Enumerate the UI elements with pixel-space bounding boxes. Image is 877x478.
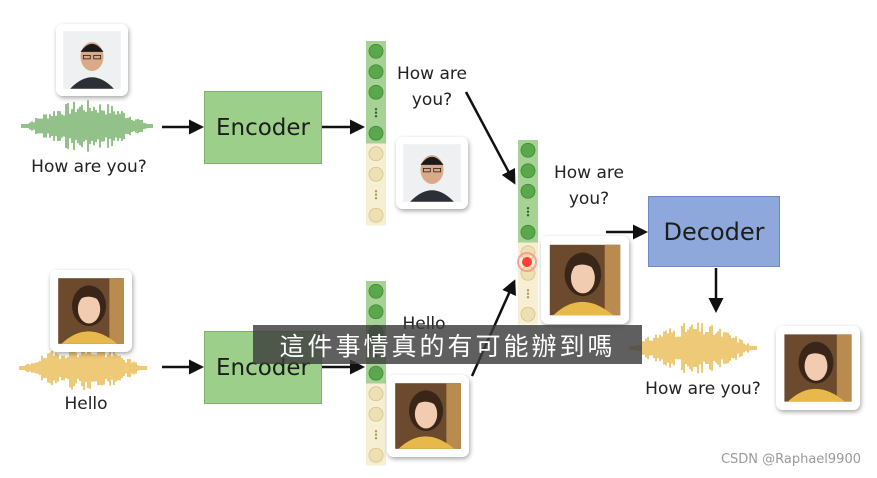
output-label: How are you? <box>645 379 761 399</box>
speaker-cell <box>368 146 384 162</box>
content-cell <box>520 163 536 179</box>
male-speech-waveform <box>21 100 153 152</box>
speaker-segment <box>366 143 386 226</box>
speaker-cell <box>520 306 536 322</box>
content-vector-label-2: How are you? <box>554 163 624 209</box>
female-speech-waveform <box>19 346 147 390</box>
speaker-segment <box>366 383 386 466</box>
content-cell <box>368 84 384 100</box>
content-cell <box>368 304 384 320</box>
ellipsis-dot <box>526 289 530 292</box>
ellipsis-dot <box>374 433 378 436</box>
arrow-content-to-combined <box>464 91 516 185</box>
ellipsis-dot <box>374 430 378 433</box>
ellipsis-dot <box>374 108 378 111</box>
top-input-label: How are you? <box>31 157 147 177</box>
speaker-a-photo-vector <box>396 137 468 209</box>
ellipsis-dot <box>526 292 530 295</box>
content-cell <box>368 43 384 59</box>
speaker-a-photo-top <box>56 24 128 96</box>
speaker-cell <box>368 207 384 223</box>
combined-latent-vector <box>518 140 538 325</box>
content-vector-label-1: How are you? <box>397 64 467 110</box>
ellipsis-dot <box>374 190 378 193</box>
speaker-b-photo-vector <box>387 375 469 457</box>
decoder-box: Decoder <box>648 196 780 267</box>
ellipsis-dot <box>526 296 530 299</box>
content-cell <box>368 125 384 141</box>
laser-pointer-halo <box>517 252 537 272</box>
ellipsis-dot <box>526 210 530 213</box>
speaker-photos <box>50 24 860 457</box>
bottom-latent-vector <box>366 281 386 466</box>
laser-pointer-dot <box>522 257 532 267</box>
bottom-input-label: Hello <box>64 394 108 414</box>
ellipsis-dot <box>374 197 378 200</box>
content-cell <box>520 183 536 199</box>
ellipsis-dot <box>374 115 378 118</box>
content-cell <box>520 224 536 240</box>
content-cell <box>520 142 536 158</box>
speaker-cell <box>368 447 384 463</box>
watermark: CSDN @Raphael9900 <box>720 452 861 467</box>
speaker-b-photo-output <box>776 326 860 410</box>
top-latent-vector <box>366 41 386 226</box>
speaker-cell <box>368 406 384 422</box>
speaker-cell <box>368 166 384 182</box>
output-speech-waveform <box>629 322 757 374</box>
speaker-b-photo-combined <box>541 236 629 324</box>
content-cell <box>368 365 384 381</box>
ellipsis-dot <box>374 193 378 196</box>
ellipsis-dot <box>374 111 378 114</box>
ellipsis-dot <box>526 207 530 210</box>
content-cell <box>368 283 384 299</box>
ellipsis-dot <box>374 437 378 440</box>
video-subtitle: 這件事情真的有可能辦到嗎 <box>253 325 642 364</box>
speaker-b-photo-input <box>50 270 132 352</box>
ellipsis-dot <box>526 214 530 217</box>
speaker-cell <box>368 386 384 402</box>
top-encoder-box: Encoder <box>204 91 322 164</box>
content-cell <box>368 64 384 80</box>
